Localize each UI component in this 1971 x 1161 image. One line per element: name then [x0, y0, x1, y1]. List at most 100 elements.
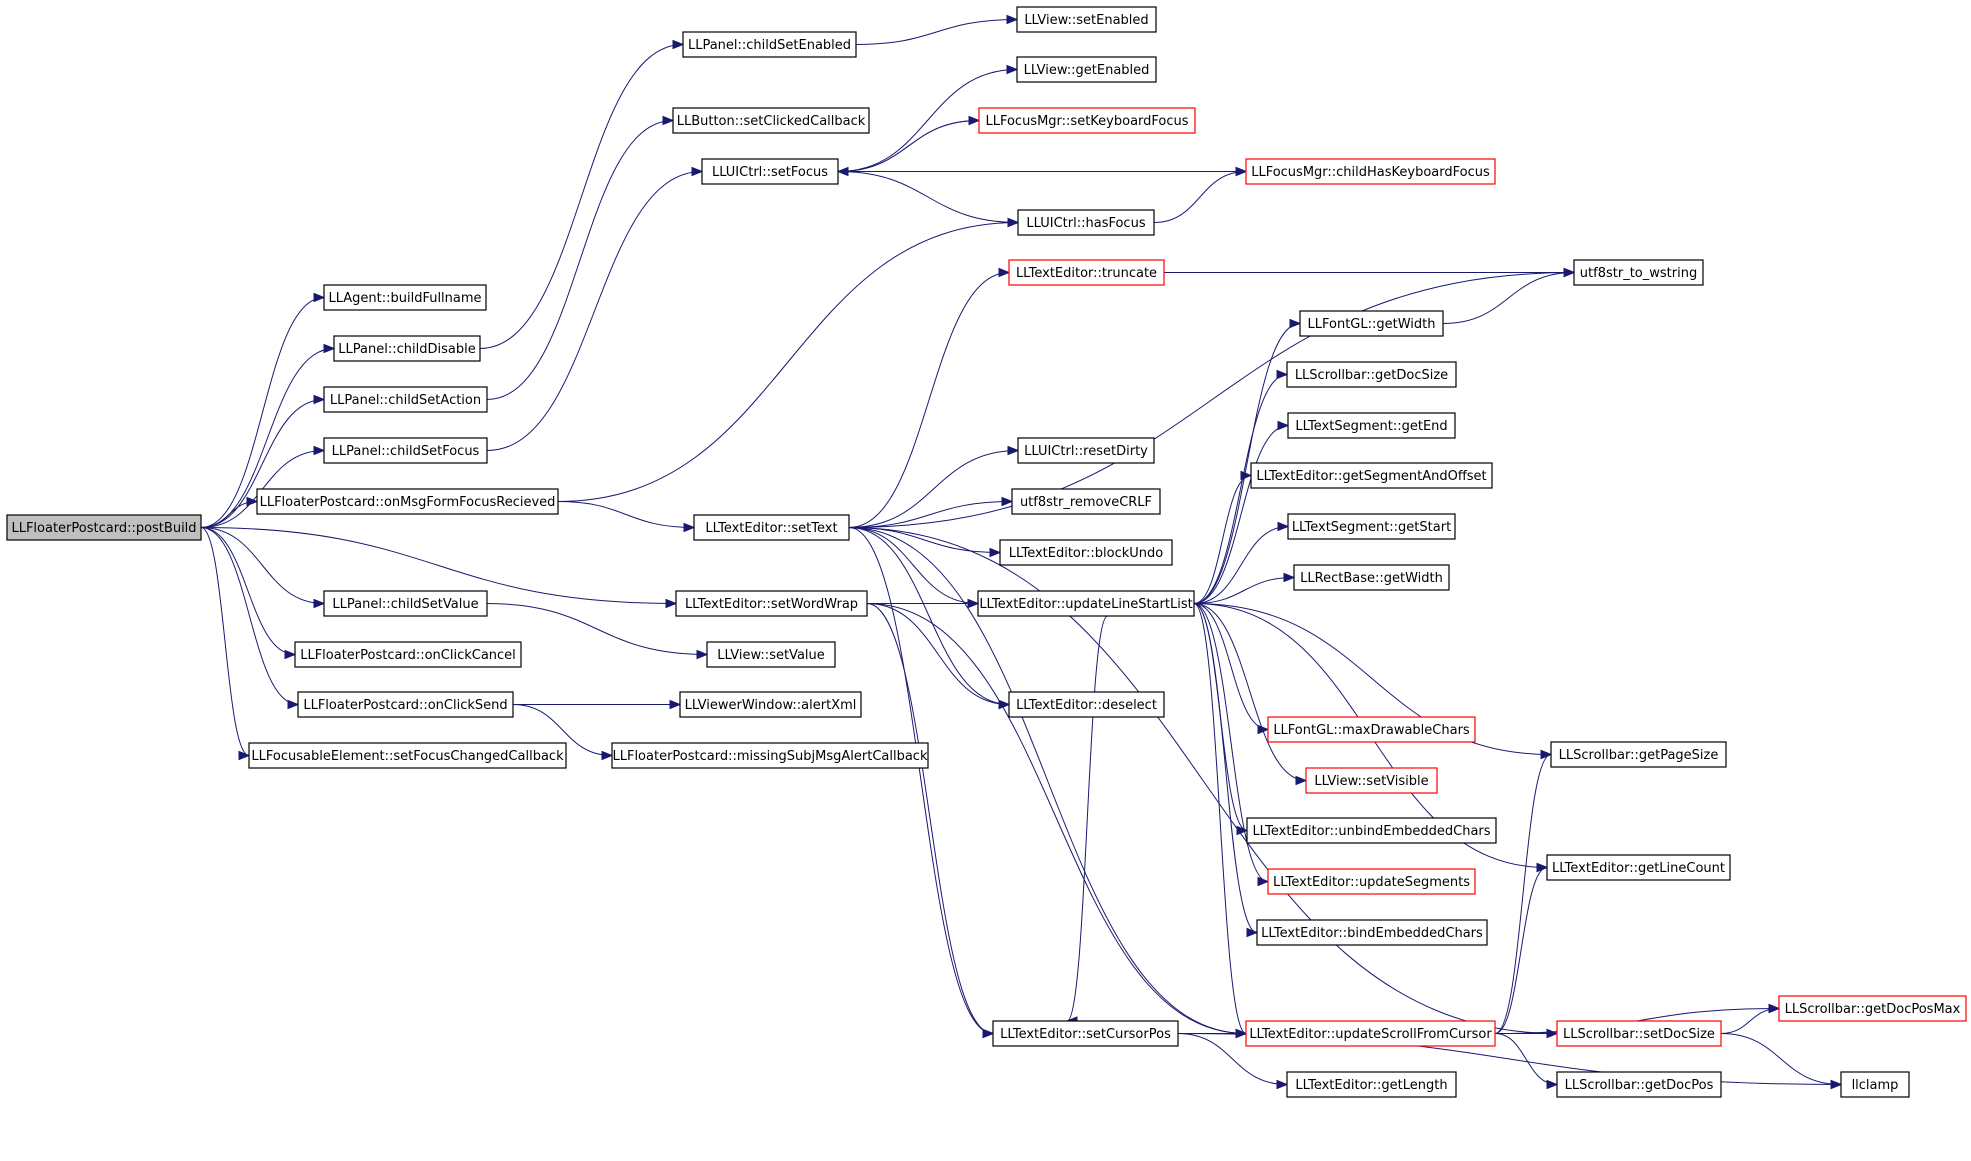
node-lltexteditor-getsegmentandoffset[interactable]: LLTextEditor::getSegmentAndOffset: [1250, 462, 1493, 489]
node-llview-getenabled[interactable]: LLView::getEnabled: [1016, 56, 1157, 83]
node-label: LLTextEditor::setWordWrap: [685, 597, 858, 612]
node-lltexteditor-truncate[interactable]: LLTextEditor::truncate: [1008, 259, 1165, 286]
node-llagent-buildfullname[interactable]: LLAgent::buildFullname: [323, 284, 487, 311]
node-llview-setenabled[interactable]: LLView::setEnabled: [1016, 6, 1157, 33]
node-label: LLScrollbar::getDocPos: [1565, 1078, 1714, 1093]
node-lltexteditor-settext[interactable]: LLTextEditor::setText: [693, 514, 850, 541]
edge-arrow: [1177, 1033, 1289, 1090]
node-llscrollbar-getdocpos[interactable]: LLScrollbar::getDocPos: [1556, 1071, 1722, 1098]
edge-arrow: [1193, 603, 1270, 887]
node-lltextsegment-getend[interactable]: LLTextSegment::getEnd: [1287, 412, 1456, 439]
node-box: [675, 590, 868, 617]
node-llpanel-childsetvalue[interactable]: LLPanel::childSetValue: [323, 590, 488, 617]
node-utf8str-to-wstring[interactable]: utf8str_to_wstring: [1573, 259, 1704, 286]
node-lltexteditor-setcursorpos[interactable]: LLTextEditor::setCursorPos: [992, 1020, 1179, 1047]
edge-arrow: [867, 598, 980, 609]
node-label: utf8str_removeCRLF: [1020, 495, 1152, 510]
node-label: LLTextEditor::deselect: [1016, 698, 1157, 713]
node-llfontgl-getwidth[interactable]: LLFontGL::getWidth: [1299, 310, 1444, 337]
node-label: LLPanel::childSetAction: [330, 393, 481, 408]
node-box: [706, 641, 836, 668]
node-llview-setvisible[interactable]: LLView::setVisible: [1305, 767, 1438, 794]
node-box: [977, 590, 1195, 617]
node-label: LLTextEditor::updateScrollFromCursor: [1249, 1027, 1492, 1042]
node-llscrollbar-getpagesize[interactable]: LLScrollbar::getPageSize: [1550, 741, 1727, 768]
node-box: [1250, 462, 1493, 489]
node-box: [1267, 868, 1476, 895]
edge-arrow: [486, 115, 675, 400]
node-label: LLScrollbar::setDocSize: [1563, 1027, 1715, 1042]
node-box: [1305, 767, 1438, 794]
node-lltexteditor-deselect[interactable]: LLTextEditor::deselect: [1008, 691, 1165, 718]
node-llpanel-childdisable[interactable]: LLPanel::childDisable: [333, 335, 481, 362]
node-llfloaterpostcard-onmsgformfocusrecieved[interactable]: LLFloaterPostcard::onMsgFormFocusRecieve…: [256, 488, 559, 515]
node-llscrollbar-getdocposmax[interactable]: LLScrollbar::getDocPosMax: [1778, 995, 1967, 1022]
node-box: [323, 386, 488, 413]
node-lluictrl-resetdirty[interactable]: LLUICtrl::resetDirty: [1017, 437, 1155, 464]
edge-arrow: [866, 603, 995, 1039]
node-llfocusableelement-setfocuschangedcallback[interactable]: LLFocusableElement::setFocusChangedCallb…: [248, 742, 567, 769]
node-llpanel-childsetaction[interactable]: LLPanel::childSetAction: [323, 386, 488, 413]
node-lltextsegment-getstart[interactable]: LLTextSegment::getStart: [1287, 513, 1456, 540]
edge-arrow: [1720, 1033, 1843, 1090]
node-llscrollbar-setdocsize[interactable]: LLScrollbar::setDocSize: [1556, 1020, 1722, 1047]
node-lltexteditor-updatescrollfromcursor[interactable]: LLTextEditor::updateScrollFromCursor: [1245, 1020, 1496, 1047]
node-llfloaterpostcard-missingsubjmsgalertcallback[interactable]: LLFloaterPostcard::missingSubjMsgAlertCa…: [611, 742, 929, 769]
node-lltexteditor-blockundo[interactable]: LLTextEditor::blockUndo: [999, 539, 1173, 566]
node-utf8str-removecrlf[interactable]: utf8str_removeCRLF: [1011, 488, 1161, 515]
edge-arrow: [1494, 862, 1549, 1034]
node-llfontgl-maxdrawablechars[interactable]: LLFontGL::maxDrawableChars: [1267, 716, 1476, 743]
node-box: [672, 107, 870, 134]
node-lluictrl-hasfocus[interactable]: LLUICtrl::hasFocus: [1017, 209, 1155, 236]
edge-arrow: [1494, 749, 1553, 1034]
node-llscrollbar-getdocsize[interactable]: LLScrollbar::getDocSize: [1286, 361, 1457, 388]
edge-arrow: [512, 704, 614, 761]
node-label: LLRectBase::getWidth: [1300, 571, 1443, 586]
node-box: [1267, 716, 1476, 743]
node-label: LLPanel::childDisable: [338, 342, 475, 357]
node-lltexteditor-getlength[interactable]: LLTextEditor::getLength: [1286, 1071, 1457, 1098]
node-llview-setvalue[interactable]: LLView::setValue: [706, 641, 836, 668]
edge-arrow: [1193, 572, 1296, 604]
node-llfocusmgr-setkeyboardfocus[interactable]: LLFocusMgr::setKeyboardFocus: [978, 107, 1196, 134]
edge-arrow: [848, 527, 1011, 710]
node-llclamp[interactable]: llclamp: [1840, 1071, 1910, 1098]
node-llpanel-childsetenabled[interactable]: LLPanel::childSetEnabled: [682, 31, 857, 58]
edge-arrow: [837, 171, 1020, 228]
edge-arrow: [848, 445, 1020, 528]
node-label: LLTextEditor::bindEmbeddedChars: [1261, 926, 1483, 941]
node-llviewerwindow-alertxml[interactable]: LLViewerWindow::alertXml: [679, 691, 862, 718]
node-label: LLFloaterPostcard::onClickCancel: [300, 648, 516, 663]
node-lluictrl-setfocus[interactable]: LLUICtrl::setFocus: [701, 158, 839, 185]
edge-arrow: [486, 603, 709, 660]
node-lltexteditor-setwordwrap[interactable]: LLTextEditor::setWordWrap: [675, 590, 868, 617]
node-label: LLScrollbar::getPageSize: [1559, 748, 1719, 763]
node-lltexteditor-updatesegments[interactable]: LLTextEditor::updateSegments: [1267, 868, 1476, 895]
node-lltexteditor-updatelinestartlist[interactable]: LLTextEditor::updateLineStartList: [977, 590, 1195, 617]
node-lltexteditor-unbindembeddedchars[interactable]: LLTextEditor::unbindEmbeddedChars: [1246, 817, 1497, 844]
node-box: [6, 514, 202, 541]
edge-arrow: [200, 527, 300, 710]
node-box: [248, 742, 567, 769]
node-box: [1017, 209, 1155, 236]
node-label: LLScrollbar::getDocSize: [1295, 368, 1448, 383]
node-llfloaterpostcard-postbuild[interactable]: LLFloaterPostcard::postBuild: [6, 514, 202, 541]
edge-arrow: [1193, 369, 1289, 604]
node-llfloaterpostcard-onclicksend[interactable]: LLFloaterPostcard::onClickSend: [297, 691, 514, 718]
node-box: [323, 437, 488, 464]
edge-arrow: [1494, 1033, 1559, 1090]
node-label: LLTextEditor::setCursorPos: [1000, 1027, 1171, 1042]
node-lltexteditor-bindembeddedchars[interactable]: LLTextEditor::bindEmbeddedChars: [1256, 919, 1488, 946]
node-label: LLTextEditor::getSegmentAndOffset: [1256, 469, 1486, 484]
node-llbutton-setclickedcallback[interactable]: LLButton::setClickedCallback: [672, 107, 870, 134]
node-lltexteditor-getlinecount[interactable]: LLTextEditor::getLineCount: [1546, 854, 1731, 881]
node-box: [1256, 919, 1488, 946]
edge-arrow: [848, 267, 1011, 528]
node-llfloaterpostcard-onclickcancel[interactable]: LLFloaterPostcard::onClickCancel: [294, 641, 522, 668]
node-label: LLTextSegment::getEnd: [1295, 419, 1447, 434]
edge-arrow: [848, 527, 1002, 558]
node-llfocusmgr-childhaskeyboardfocus[interactable]: LLFocusMgr::childHasKeyboardFocus: [1245, 158, 1496, 185]
node-llrectbase-getwidth[interactable]: LLRectBase::getWidth: [1293, 564, 1450, 591]
edge-arrow: [866, 603, 1011, 710]
node-llpanel-childsetfocus[interactable]: LLPanel::childSetFocus: [323, 437, 488, 464]
